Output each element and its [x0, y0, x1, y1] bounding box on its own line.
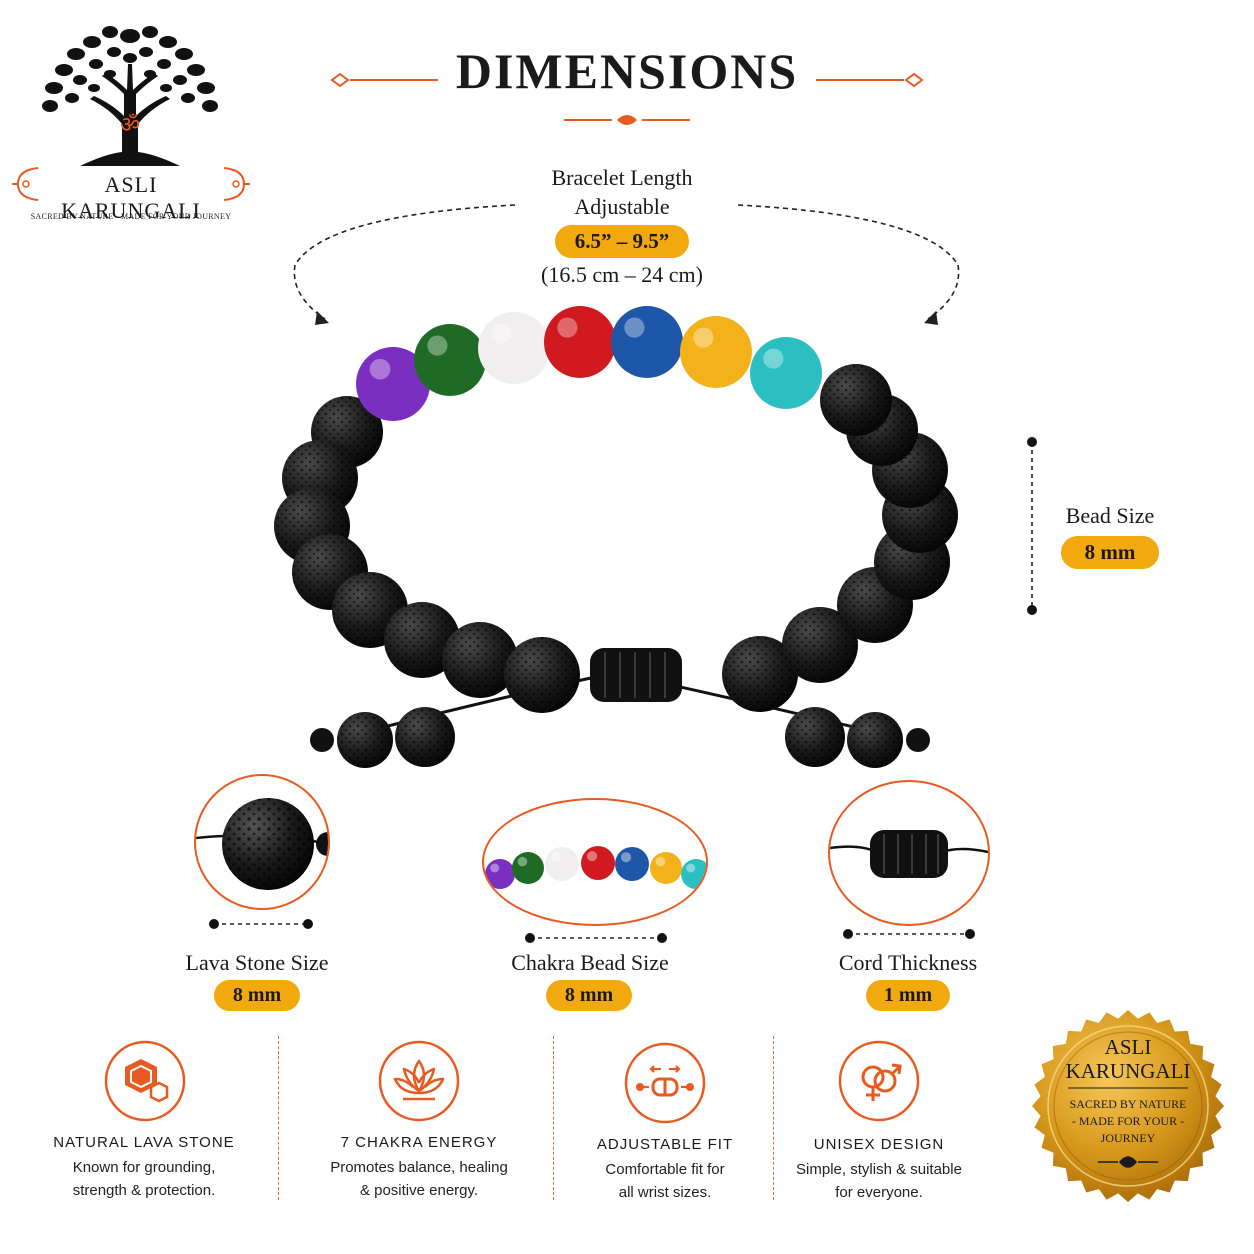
bracelet-length-adjustable: Adjustable	[574, 194, 670, 219]
svg-text:KARUNGALI: KARUNGALI	[1066, 1059, 1191, 1083]
feature-desc: strength & protection.	[72, 1182, 216, 1199]
chakra-measure-line	[525, 933, 667, 943]
length-arrow-right-icon	[737, 204, 960, 325]
cord-zoom	[828, 780, 990, 926]
chakra-bead	[650, 852, 682, 884]
cord-measure-line	[843, 929, 975, 939]
adjustable-cord-icon	[624, 1042, 706, 1124]
lava-stone-zoom	[194, 774, 330, 910]
chakra-bead	[485, 859, 515, 889]
seal-ornament-icon	[1098, 1156, 1158, 1168]
feature-divider	[278, 1036, 279, 1200]
gender-symbols-icon	[838, 1040, 920, 1122]
feature-title: 7 CHAKRA ENERGY	[340, 1134, 498, 1151]
right-flourish-icon	[223, 167, 250, 201]
chakra-bead	[512, 852, 544, 884]
bead-size-measure-line	[1027, 437, 1037, 615]
length-arrow-left-icon	[293, 204, 516, 325]
chakra-bead	[681, 859, 706, 889]
svg-text:SACRED BY NATURE: SACRED BY NATURE	[1070, 1097, 1187, 1111]
feature-title: NATURAL LAVA STONE	[53, 1134, 235, 1151]
chakra-bead	[545, 847, 579, 881]
feature-desc: Simple, stylish & suitable	[796, 1161, 962, 1178]
bracelet-illustration	[274, 306, 958, 768]
chakra-bead	[581, 846, 615, 880]
page-title: DIMENSIONS	[455, 43, 799, 99]
svg-text:- MADE FOR YOUR -: - MADE FOR YOUR -	[1072, 1114, 1184, 1128]
feature-desc: for everyone.	[835, 1184, 923, 1201]
feature-desc: Promotes balance, healing	[330, 1159, 508, 1176]
lava-stone-size-badge: 8 mm	[214, 980, 300, 1011]
feature-desc: Comfortable fit for	[605, 1161, 725, 1178]
chakra-bead-zoom	[482, 798, 708, 926]
chakra-bead	[750, 337, 822, 409]
tree-of-life-icon: ॐ	[42, 26, 218, 166]
bracelet-length-inches-badge: 6.5” – 9.5”	[555, 225, 689, 258]
heading-right-ornament-icon	[816, 72, 924, 88]
svg-text:JOURNEY: JOURNEY	[1101, 1131, 1156, 1145]
feature-title: UNISEX DESIGN	[813, 1136, 945, 1153]
brand-tagline: SACRED BY NATURE - MADE FOR YOUR JOURNEY	[30, 212, 232, 221]
bead-size-label: Bead Size	[1065, 503, 1155, 528]
lotus-icon	[378, 1040, 460, 1122]
feature-desc: all wrist sizes.	[618, 1184, 712, 1201]
svg-text:ॐ: ॐ	[120, 113, 140, 138]
feature-desc: Known for grounding,	[72, 1159, 216, 1176]
chakra-bead	[544, 306, 616, 378]
cord-thickness-badge: 1 mm	[866, 980, 950, 1011]
feature-divider	[553, 1036, 554, 1200]
lava-stone-size-label: Lava Stone Size	[185, 950, 329, 975]
brand-seal: ASLI KARUNGALI SACRED BY NATURE - MADE F…	[1032, 1010, 1224, 1202]
feature-desc: & positive energy.	[359, 1182, 479, 1199]
svg-text:ASLI: ASLI	[1105, 1035, 1152, 1059]
brand-name: ASLI KARUNGALI	[61, 172, 201, 223]
chakra-bead	[478, 312, 550, 384]
feature-title: ADJUSTABLE FIT	[596, 1136, 734, 1153]
lava-measure-line	[209, 919, 313, 929]
bead-size-badge: 8 mm	[1061, 536, 1159, 569]
brand-logo: ॐ ASLI KARUNGALI SACRED BY NATURE - MADE…	[10, 14, 250, 229]
chakra-bead	[615, 847, 649, 881]
hexagon-stone-icon	[104, 1040, 186, 1122]
chakra-bead-size-badge: 8 mm	[546, 980, 632, 1011]
chakra-bead	[356, 347, 430, 421]
chakra-bead-size-label: Chakra Bead Size	[511, 950, 669, 975]
bracelet-length-cm: (16.5 cm – 24 cm)	[541, 262, 703, 287]
feature-divider	[773, 1036, 774, 1200]
chakra-bead	[611, 306, 683, 378]
left-flourish-icon	[12, 167, 39, 201]
chakra-bead	[414, 324, 486, 396]
bracelet-length-label: Bracelet Length	[551, 165, 693, 190]
heading-left-ornament-icon	[330, 72, 438, 88]
heading-under-ornament-icon	[564, 115, 690, 125]
cord-thickness-label: Cord Thickness	[838, 950, 978, 975]
chakra-bead	[680, 316, 752, 388]
